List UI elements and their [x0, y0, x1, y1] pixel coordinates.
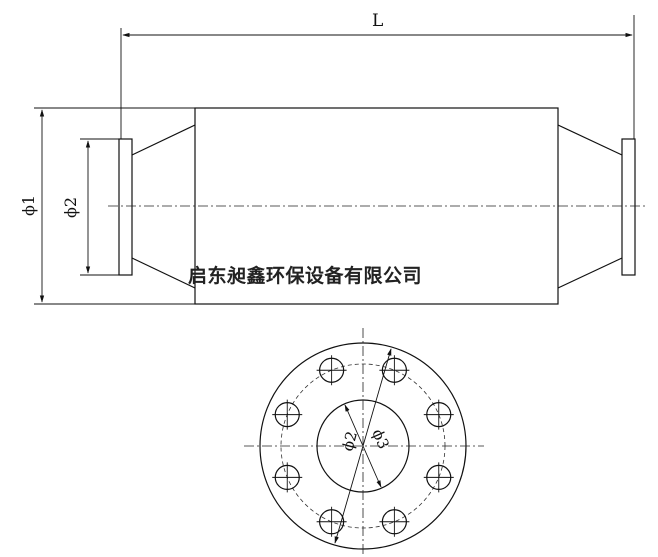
- left-cone-bottom: [131, 257, 196, 289]
- flange-view: ϕ2 ϕ3: [244, 328, 484, 557]
- bore-dimension-line: [344, 404, 382, 488]
- right-cone-bottom: [557, 257, 623, 289]
- flange-dia3-label: ϕ3: [368, 426, 392, 451]
- flange-dia2-label: ϕ2: [338, 429, 361, 453]
- length-label: L: [372, 11, 383, 31]
- left-cone-top: [131, 124, 196, 156]
- company-watermark: 启东昶鑫环保设备有限公司: [188, 264, 422, 287]
- right-cone-top: [557, 124, 623, 156]
- side-view: L ϕ1 ϕ2: [19, 11, 648, 305]
- dia1-label: ϕ1: [19, 195, 38, 216]
- left-flange: [118, 138, 133, 276]
- dia2-label: ϕ2: [61, 197, 80, 218]
- right-flange: [621, 138, 636, 276]
